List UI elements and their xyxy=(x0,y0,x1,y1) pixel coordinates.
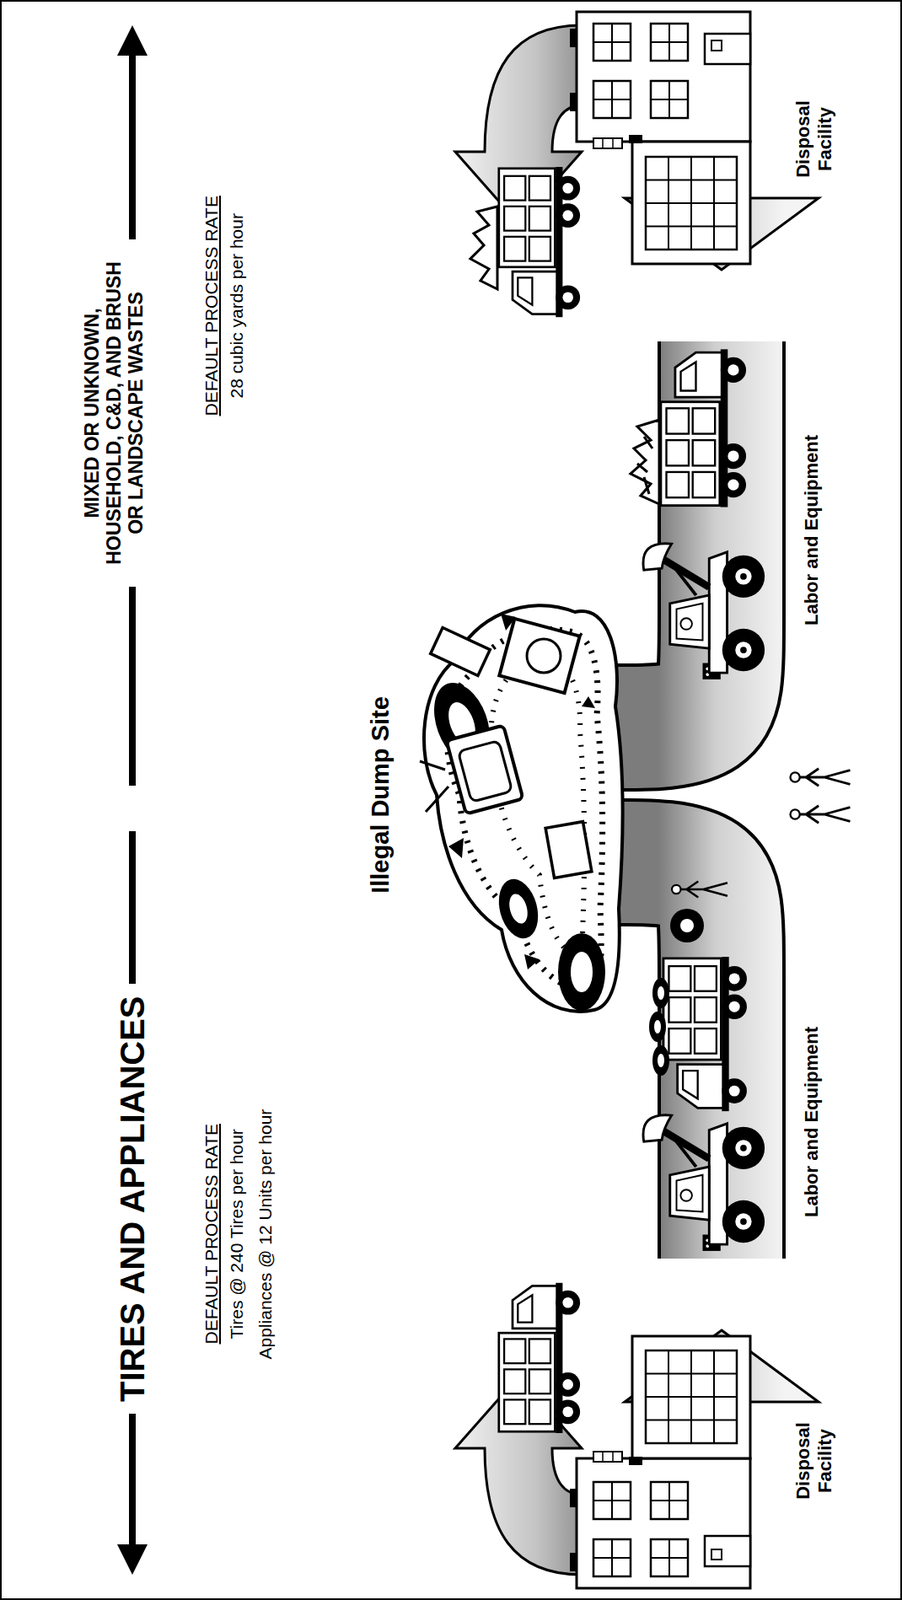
facility-building xyxy=(645,1350,737,1444)
dump-pile xyxy=(570,951,593,993)
return-trucks xyxy=(499,166,580,317)
facility-building xyxy=(650,1481,688,1520)
band-vehicles xyxy=(630,348,765,1251)
dump-pile xyxy=(545,821,592,879)
node-label: Illegal Dump Site xyxy=(364,692,398,897)
dump-pile xyxy=(492,875,544,944)
band-vehicles xyxy=(643,543,765,680)
facility-building xyxy=(569,1488,577,1508)
disposal-facility: Disposal Facility xyxy=(576,1330,839,1592)
facility-building xyxy=(632,1336,751,1459)
node-label: Disposal Facility xyxy=(790,1418,839,1504)
band-vehicles xyxy=(652,977,670,1009)
workers xyxy=(790,768,851,824)
facility-building xyxy=(650,1539,688,1577)
band-vehicles xyxy=(652,1045,670,1076)
band-vehicles xyxy=(654,1020,661,1034)
facility-building xyxy=(650,1539,688,1577)
rate-value: Tires @ 240 Tires per hour xyxy=(225,1127,247,1341)
section-heading: TIRES AND APPLIANCES xyxy=(112,983,153,1414)
facility-building xyxy=(593,1481,631,1520)
band-vehicles xyxy=(637,436,653,494)
workers xyxy=(790,768,851,787)
dump-pile xyxy=(526,638,561,673)
facility-building xyxy=(602,1451,613,1462)
rate-value: Appliances @ 12 Units per hour xyxy=(254,1107,276,1362)
facility-building xyxy=(711,1549,722,1560)
range-arrow xyxy=(117,1544,148,1575)
dump-pile xyxy=(558,933,606,1011)
facility-building xyxy=(569,11,751,264)
dump-pile xyxy=(457,740,512,803)
facility-building xyxy=(650,1481,688,1520)
dump-pile xyxy=(424,605,623,1012)
edge-label: Labor and Equipment xyxy=(800,1024,823,1220)
facility-building xyxy=(593,1539,631,1577)
rate-value: 28 cubic yards per hour xyxy=(225,211,247,400)
facility-building xyxy=(704,1535,751,1567)
dump-pile xyxy=(430,627,491,676)
dump-pile xyxy=(491,655,585,960)
return-trucks xyxy=(499,166,580,317)
return-trucks xyxy=(470,206,498,290)
dump-pile xyxy=(419,761,449,812)
flow-arrow xyxy=(609,198,819,728)
dump-site: Illegal Dump Site xyxy=(354,563,629,1027)
band-vehicles xyxy=(657,1053,665,1068)
facility-building xyxy=(569,1336,751,1589)
band-vehicles xyxy=(670,908,704,943)
band-vehicles xyxy=(630,419,660,505)
band-vehicles xyxy=(663,956,747,1112)
flow-arrow xyxy=(609,862,819,1402)
edge-label: Labor and Equipment xyxy=(800,432,823,629)
dump-pile xyxy=(446,724,524,814)
facility-building xyxy=(645,1350,737,1444)
band-vehicles xyxy=(660,348,747,507)
return-trucks xyxy=(499,1283,580,1434)
dump-pile xyxy=(448,613,596,970)
return-trucks xyxy=(470,166,580,1434)
band-vehicles xyxy=(649,1011,666,1042)
node-label: Disposal Facility xyxy=(790,96,839,182)
facility-building xyxy=(593,1539,631,1577)
facility-building xyxy=(569,1552,577,1572)
section-heading: MIXED OR UNKNOWN, HOUSEHOLD, C&D, AND BR… xyxy=(80,239,148,587)
workers xyxy=(790,805,851,824)
facility-building xyxy=(576,1458,751,1589)
band-vehicles xyxy=(643,1115,765,1251)
dump-pile xyxy=(506,891,532,926)
rate-heading: DEFAULT PROCESS RATE xyxy=(200,193,222,418)
band-vehicles xyxy=(663,956,747,1112)
facility-building xyxy=(593,1481,631,1520)
disposal-facility: Disposal Facility xyxy=(576,8,839,270)
range-arrow xyxy=(117,25,148,56)
band-vehicles xyxy=(671,880,728,897)
band-vehicles xyxy=(680,918,694,933)
facility-building xyxy=(628,1456,643,1466)
rate-heading: DEFAULT PROCESS RATE xyxy=(200,1122,222,1346)
facility-building xyxy=(593,1451,623,1462)
dump-pile xyxy=(499,618,580,693)
dump-pile xyxy=(419,605,623,1012)
band-vehicles xyxy=(657,986,665,1000)
